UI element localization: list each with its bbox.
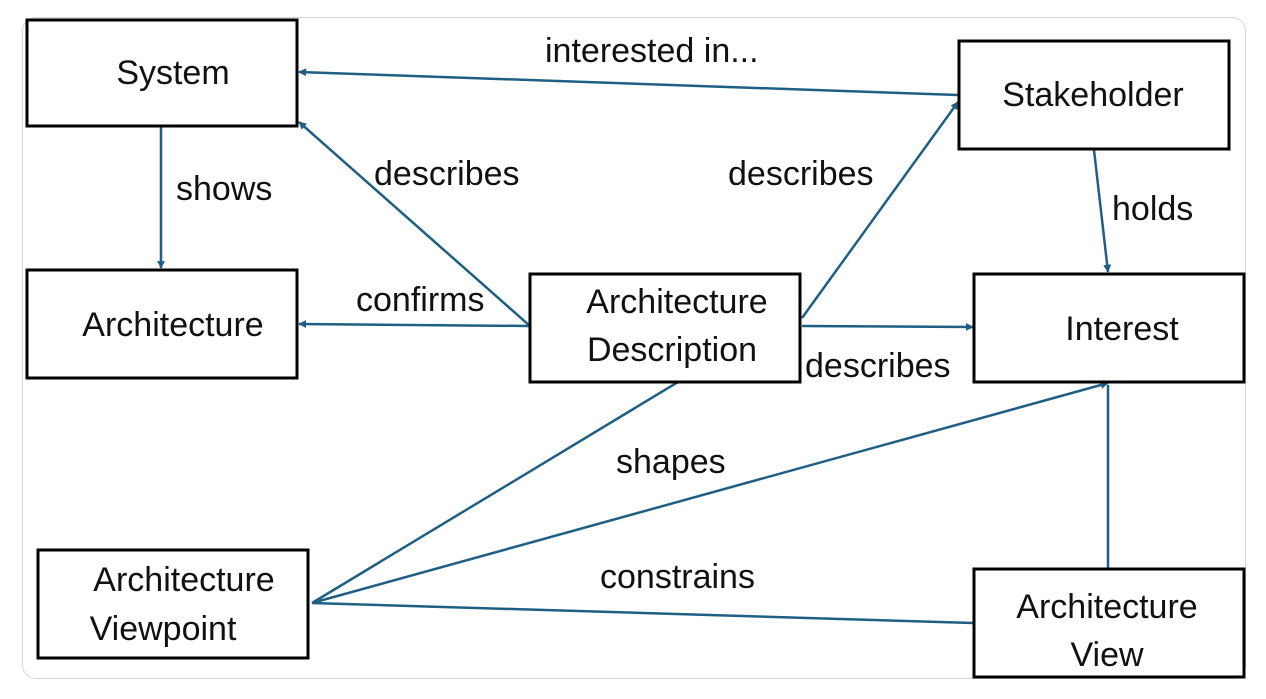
node-system: System [25, 18, 299, 128]
node-architecture-viewpoint-label-line1: Architecture [93, 561, 274, 599]
edge-description-to-architecture [298, 320, 531, 329]
node-architecture-description-label-line2: Description [587, 331, 757, 369]
edge-description-to-interest [801, 322, 974, 331]
edge-label-shapes: shapes [616, 443, 726, 481]
node-architecture: Architecture [25, 268, 299, 380]
edge-label-shows: shows [176, 170, 272, 208]
node-architecture-view: Architecture View [972, 567, 1246, 679]
edge-label-confirms: confirms [356, 281, 484, 319]
edge-label-constrains: constrains [600, 558, 755, 596]
node-architecture-viewpoint-label-line2: Viewpoint [90, 610, 237, 648]
node-architecture-description-label-line1: Architecture [586, 283, 767, 321]
edge-label-holds: holds [1112, 190, 1193, 228]
node-architecture-view-label-line2: View [1070, 636, 1144, 674]
node-stakeholder: Stakeholder [957, 39, 1231, 151]
edge-viewpoint-to-view [311, 601, 974, 625]
node-architecture-viewpoint: Architecture Viewpoint [36, 548, 310, 660]
node-interest: Interest [972, 272, 1246, 384]
edge-label-interested-in: interested in... [545, 32, 759, 70]
edge-stakeholder-to-system [298, 68, 959, 97]
node-system-label: System [116, 54, 229, 92]
node-architecture-label: Architecture [82, 306, 263, 344]
edge-label-describes-interest: describes [805, 347, 951, 385]
edge-label-describes-stakeholder: describes [728, 155, 874, 193]
edge-label-describes-system: describes [374, 155, 520, 193]
node-architecture-view-label-line1: Architecture [1016, 588, 1197, 626]
node-interest-label: Interest [1065, 310, 1179, 348]
edge-description-to-stakeholder [800, 101, 960, 319]
node-stakeholder-label: Stakeholder [1002, 76, 1183, 114]
edge-viewpoint-to-description [311, 380, 679, 605]
edge-stakeholder-to-interest [1092, 149, 1112, 273]
edge-description-to-system [298, 121, 531, 327]
edge-viewpoint-to-interest [311, 381, 1109, 605]
node-architecture-description: Architecture Description [528, 272, 802, 384]
